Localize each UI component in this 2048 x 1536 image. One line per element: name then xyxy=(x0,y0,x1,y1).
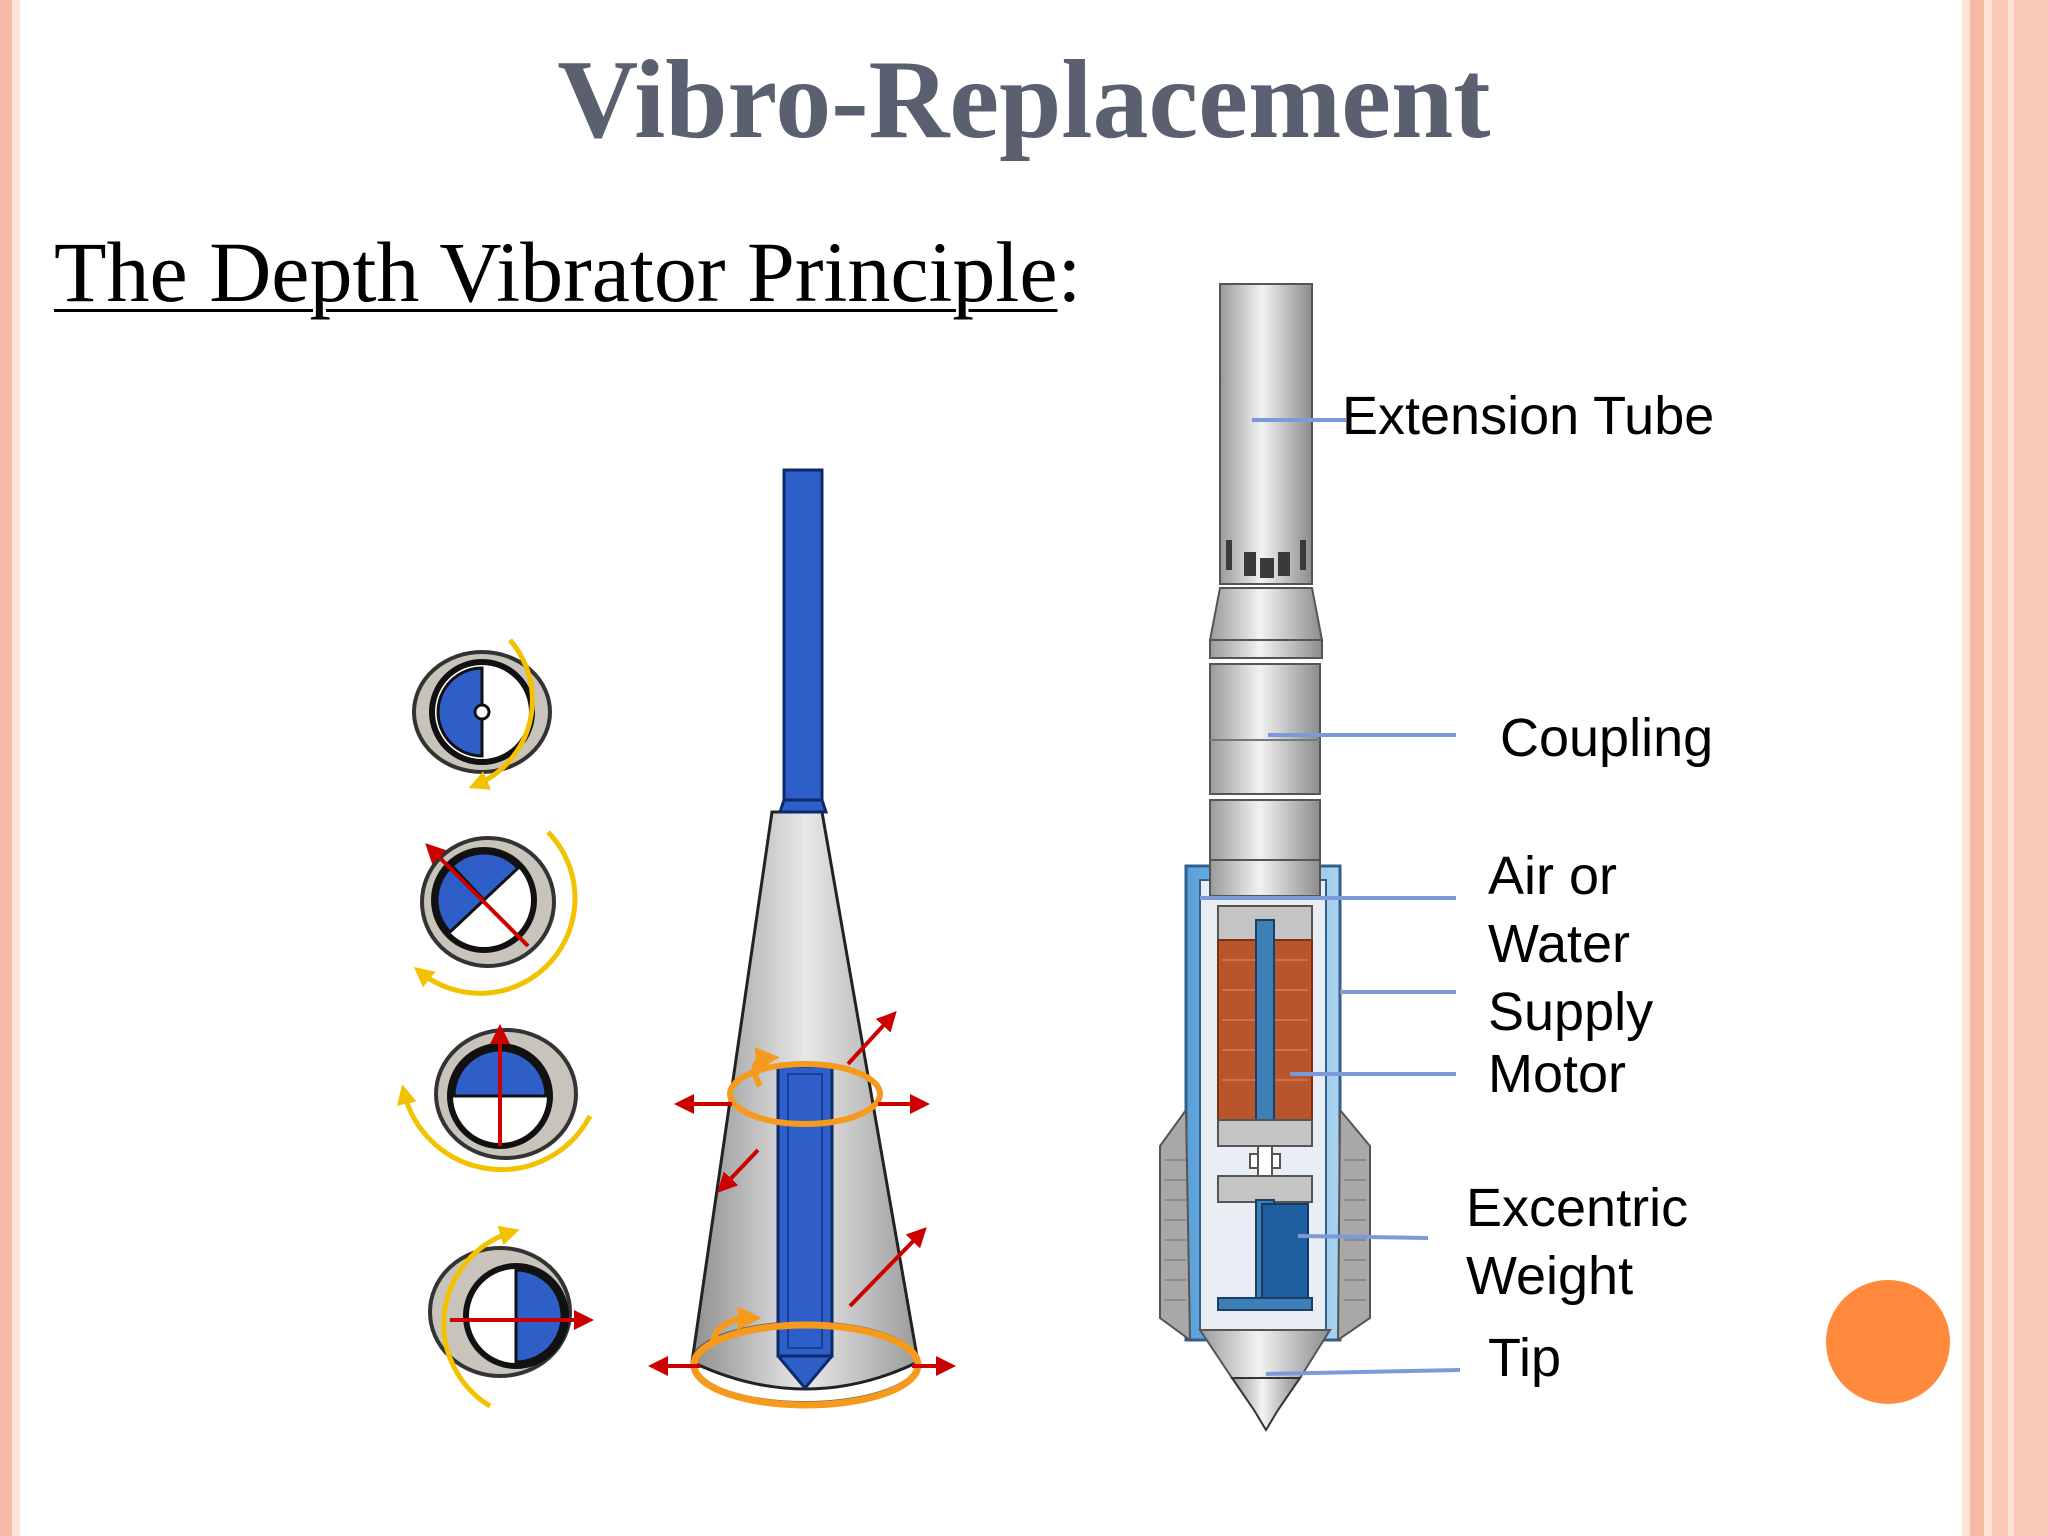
label-coupling: Coupling xyxy=(1500,708,1714,768)
label-motor: Motor xyxy=(1488,1044,1627,1104)
label-supply: Supply xyxy=(1488,982,1654,1042)
rotation-disc-2 xyxy=(413,830,578,996)
rotation-disc-4 xyxy=(428,1225,594,1409)
subtitle-colon: : xyxy=(1057,224,1082,320)
rotation-disc-3 xyxy=(396,1024,593,1172)
label-weight: Weight xyxy=(1466,1246,1634,1306)
label-air-or: Air or xyxy=(1488,846,1618,906)
vibrator-assembly xyxy=(1159,283,1461,1432)
label-extension-tube: Extension Tube xyxy=(1342,386,1715,446)
vibration-cone xyxy=(648,468,956,1409)
label-tip: Tip xyxy=(1488,1328,1562,1388)
slide-subtitle: The Depth Vibrator Principle: xyxy=(54,222,1081,322)
accent-circle xyxy=(1826,1280,1950,1404)
rotation-disc-1 xyxy=(412,638,552,790)
subtitle-text: The Depth Vibrator Principle xyxy=(54,224,1058,320)
label-water: Water xyxy=(1488,914,1631,974)
label-excentric: Excentric xyxy=(1466,1178,1689,1238)
slide-title: Vibro-Replacement xyxy=(557,38,1491,162)
